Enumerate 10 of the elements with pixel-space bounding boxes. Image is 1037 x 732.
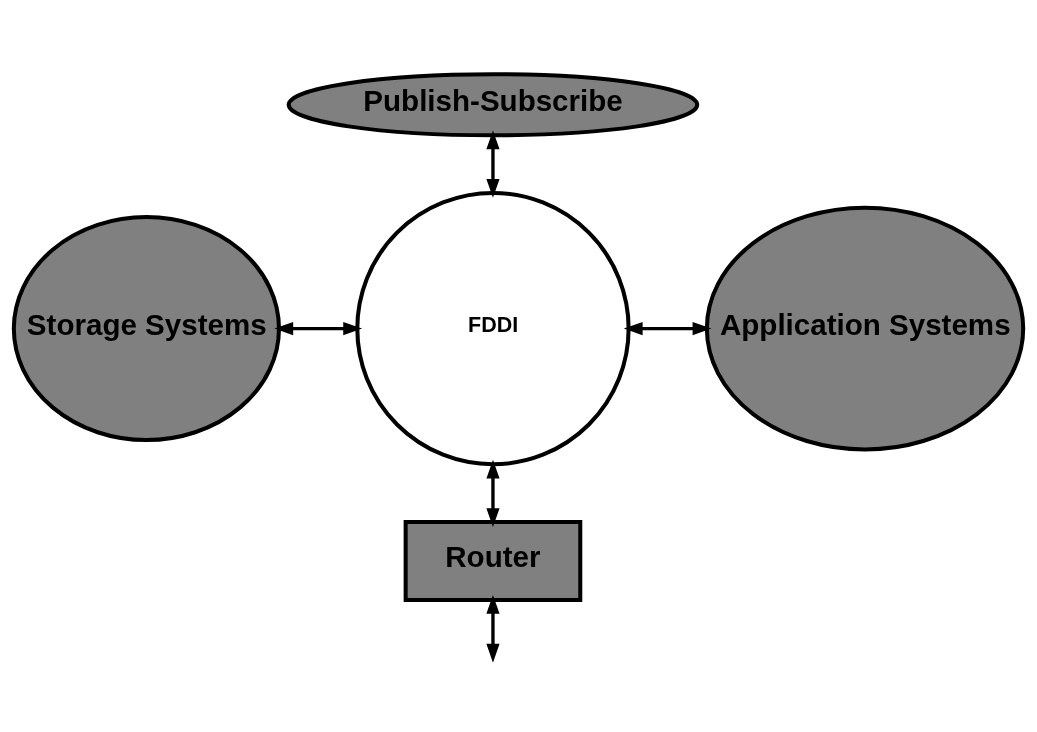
arrow [486,129,500,198]
arrow [623,321,712,335]
arrow [274,321,363,335]
node-box: Router [403,519,583,602]
node-circle: FDDI [355,190,631,466]
node-ellipse: Application Systems [704,205,1026,451]
node-ellipse: Storage Systems [11,214,281,442]
node-ellipse: Publish-Subscribe [286,71,700,137]
arrow [486,459,500,527]
arrow [486,594,500,663]
